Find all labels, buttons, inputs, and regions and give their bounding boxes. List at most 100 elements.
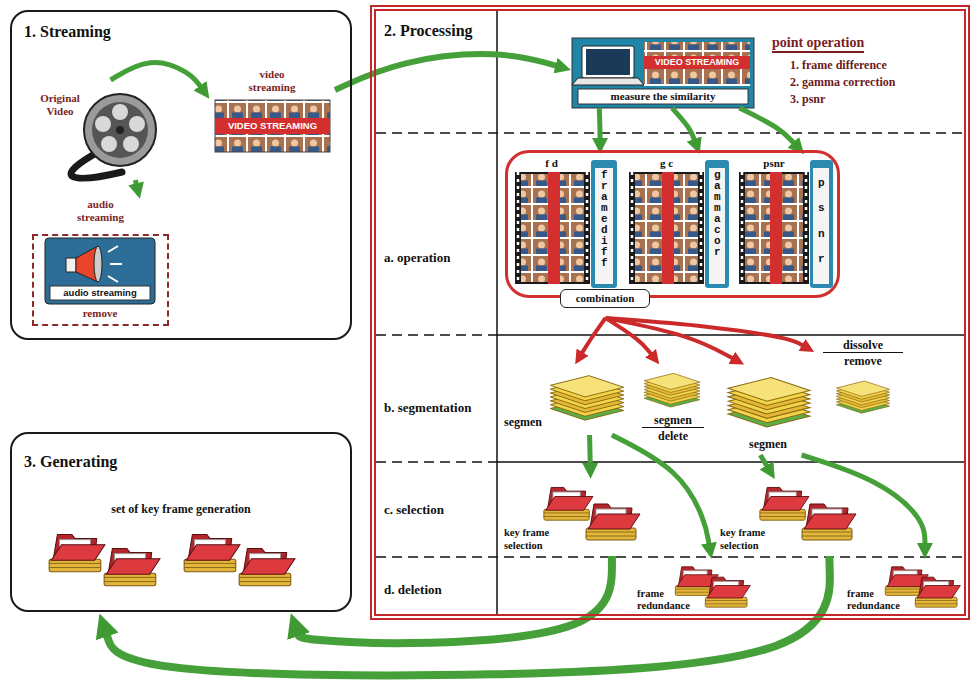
list-item: 2. gamma correction: [790, 75, 895, 89]
frame-strip-image: [662, 172, 674, 284]
video-thumbnail-image: [215, 118, 330, 134]
stage-panel: 1. StreamingOriginal Videovideo streamin…: [10, 10, 352, 340]
frame-strip-image: [629, 172, 704, 284]
frame-strip-image: [591, 160, 617, 288]
film-reel-icon: [95, 116, 111, 132]
laptop-image: [644, 42, 750, 86]
frame-strip-image: [739, 172, 809, 284]
laptop-image: [572, 78, 644, 85]
segment-stack: segmen: [504, 365, 628, 435]
row-divider: [497, 334, 964, 336]
megaphone-image: [94, 246, 102, 282]
flow-arrow: [335, 54, 557, 90]
vertical-label: gamma cor: [714, 170, 721, 258]
megaphone-image: [45, 238, 155, 304]
frame-strip-image: [770, 172, 782, 284]
image-caption: VIDEO STREAMING: [215, 118, 330, 134]
redundant-folder: frame redundance: [847, 560, 965, 616]
panel-label: psnr: [739, 157, 809, 170]
folder-label: key frame selection: [504, 527, 568, 552]
folder-icon: [586, 504, 640, 540]
panel-title: 1. Streaming: [24, 22, 244, 41]
row-divider: [376, 334, 497, 336]
vertical-label: psnr: [818, 171, 825, 272]
frame-strip-image: [517, 172, 520, 284]
segment-stack-icon: [836, 381, 889, 413]
segment-stack: segmendelete: [632, 365, 714, 447]
frame-strip-image: [705, 160, 729, 288]
connector-layer: [107, 54, 925, 675]
image-caption: measure the similarity: [578, 89, 748, 104]
video-thumbnail-image: [215, 100, 330, 152]
film-reel-icon: [123, 136, 139, 152]
folder-icon: [705, 577, 750, 607]
folder-icon: [239, 548, 295, 585]
segment-label: delete: [642, 429, 704, 443]
folder-icon: [49, 534, 105, 571]
segment-stack-icon: [644, 373, 700, 407]
audio-stream-box: audio streamingaudio streamingremove: [28, 198, 173, 330]
flow-arrow: [135, 180, 136, 184]
panel-label: g c: [629, 157, 704, 170]
film-reel-icon: [129, 116, 145, 132]
keyframe-folder: key frame selection: [504, 480, 646, 556]
section-heading: point operation: [772, 34, 864, 53]
video-stream-image: video streamingVIDEO STREAMING: [210, 68, 335, 156]
frame-strip-image: [515, 160, 833, 288]
row-divider: [496, 11, 498, 614]
segment-stack: dissolveremove: [815, 338, 911, 418]
panel-title: 3. Generating: [24, 452, 224, 471]
image-caption: VIDEO STREAMING: [644, 56, 750, 69]
folder-icon: [915, 577, 960, 607]
segment-label: segmen: [504, 415, 556, 429]
flow-arrow: [739, 108, 794, 143]
row-divider: [376, 132, 964, 134]
flow-arrow: [582, 318, 606, 353]
stream-label: video streaming: [237, 68, 307, 94]
frame-strip-image: [741, 172, 744, 284]
list-item: 1. frame difference: [790, 58, 887, 72]
segment-label: dissolve: [823, 338, 903, 353]
image-caption: audio streaming: [50, 286, 150, 300]
folder-icon: [802, 504, 856, 540]
panel-title: 2. Processing: [384, 21, 504, 40]
row-label: a. operation: [384, 250, 450, 266]
segment-stack-icon: [550, 376, 623, 420]
operation-group: combinationf dframe diffg cgamma corpsnr…: [505, 150, 840, 318]
segment-label: segmen: [730, 437, 806, 451]
megaphone-image: [50, 286, 150, 300]
flow-arrow: [612, 435, 709, 544]
operation-panel: g c gamma cor: [627, 155, 730, 290]
frame-strip-image: [515, 172, 590, 284]
row-divider: [376, 461, 497, 463]
stage-panel: 3. Generatingset of key frame generation: [10, 432, 352, 612]
frame-strip-image: [700, 172, 703, 284]
row-label: b. segmentation: [384, 400, 471, 416]
frame-strip-image: [709, 168, 725, 284]
megaphone-image: [108, 246, 122, 282]
panel-label: f d: [513, 157, 590, 170]
megaphone-image: [66, 258, 76, 272]
folder-label: frame redundance: [847, 588, 911, 612]
frame-strip-image: [805, 172, 808, 284]
stream-label: audio streaming: [63, 198, 138, 224]
film-reel-icon: [116, 126, 124, 134]
combination-tag: combination: [560, 289, 650, 308]
similarity-image: VIDEO STREAMING measure the similarity: [572, 38, 754, 108]
laptop-image: [578, 89, 748, 104]
segment-stack-icon: [550, 373, 889, 427]
segment-label: remove: [823, 354, 903, 368]
film-reel-icon: [112, 104, 128, 120]
redundant-folder: frame redundance: [637, 560, 752, 616]
laptop-image: [582, 46, 634, 78]
operation-panel: psnr psnr: [737, 155, 834, 290]
film-reel-icon: [71, 94, 156, 178]
row-label: d. deletion: [384, 582, 442, 598]
frame-strip-image: [548, 172, 560, 284]
laptop-image: [572, 38, 754, 108]
megaphone-image: [45, 238, 155, 304]
folder-icon: [760, 487, 809, 520]
video-thumbnail-image: [215, 100, 330, 152]
